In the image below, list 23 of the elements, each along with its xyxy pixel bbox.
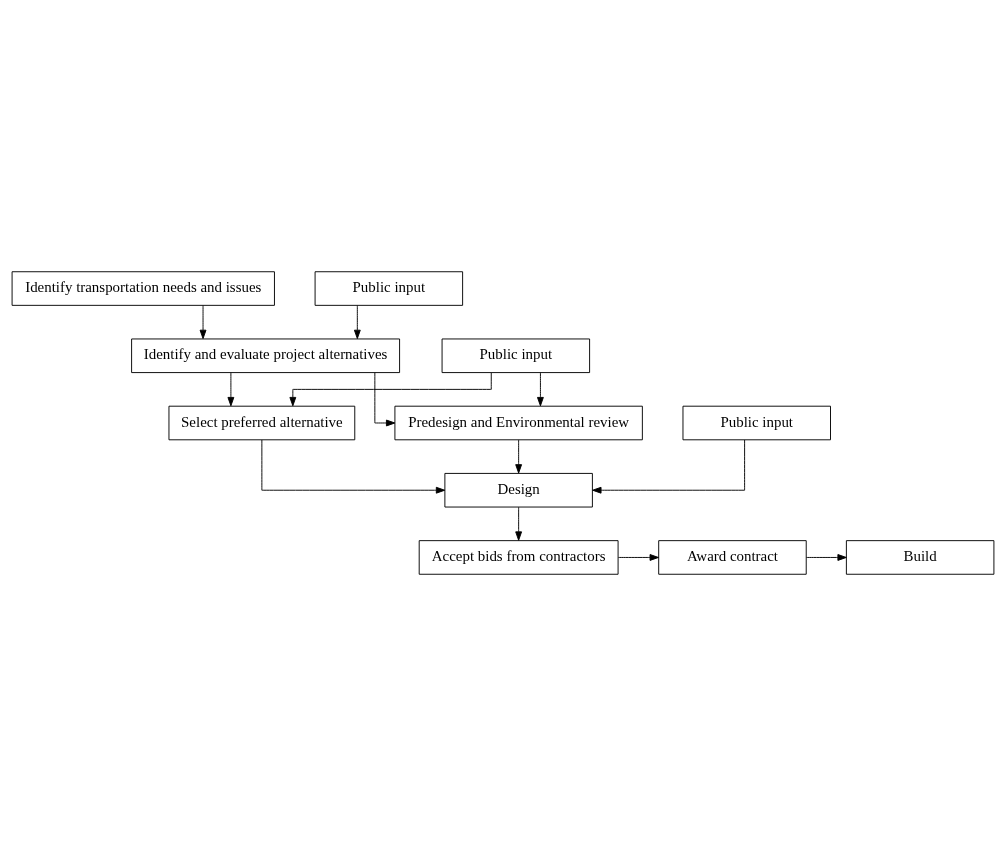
arrow bbox=[374, 372, 396, 427]
arrow bbox=[617, 554, 659, 561]
arrow bbox=[227, 372, 235, 407]
arrow bbox=[515, 506, 523, 541]
arrow bbox=[515, 439, 523, 474]
arrow bbox=[289, 372, 492, 407]
node-box: Accept bids from contractors bbox=[418, 540, 619, 575]
node-box: Identify and evaluate project alternatives bbox=[131, 338, 401, 374]
node-box: Design bbox=[444, 472, 593, 508]
arrow bbox=[592, 439, 746, 494]
arrow bbox=[199, 305, 207, 340]
arrow bbox=[805, 554, 847, 561]
node-box: Build bbox=[845, 540, 995, 575]
node-box: Award contract bbox=[658, 540, 807, 575]
node-box: Select preferred alternative bbox=[168, 405, 356, 441]
node-box: Identify transportation needs and issues bbox=[11, 271, 275, 306]
arrow bbox=[353, 305, 361, 340]
node-box: Public input bbox=[441, 338, 591, 374]
arrow bbox=[537, 372, 544, 407]
arrow bbox=[261, 439, 446, 494]
node-box: Public input bbox=[682, 405, 831, 441]
node-box: Predesign and Environmental review bbox=[394, 405, 643, 441]
node-box: Public input bbox=[314, 271, 464, 306]
